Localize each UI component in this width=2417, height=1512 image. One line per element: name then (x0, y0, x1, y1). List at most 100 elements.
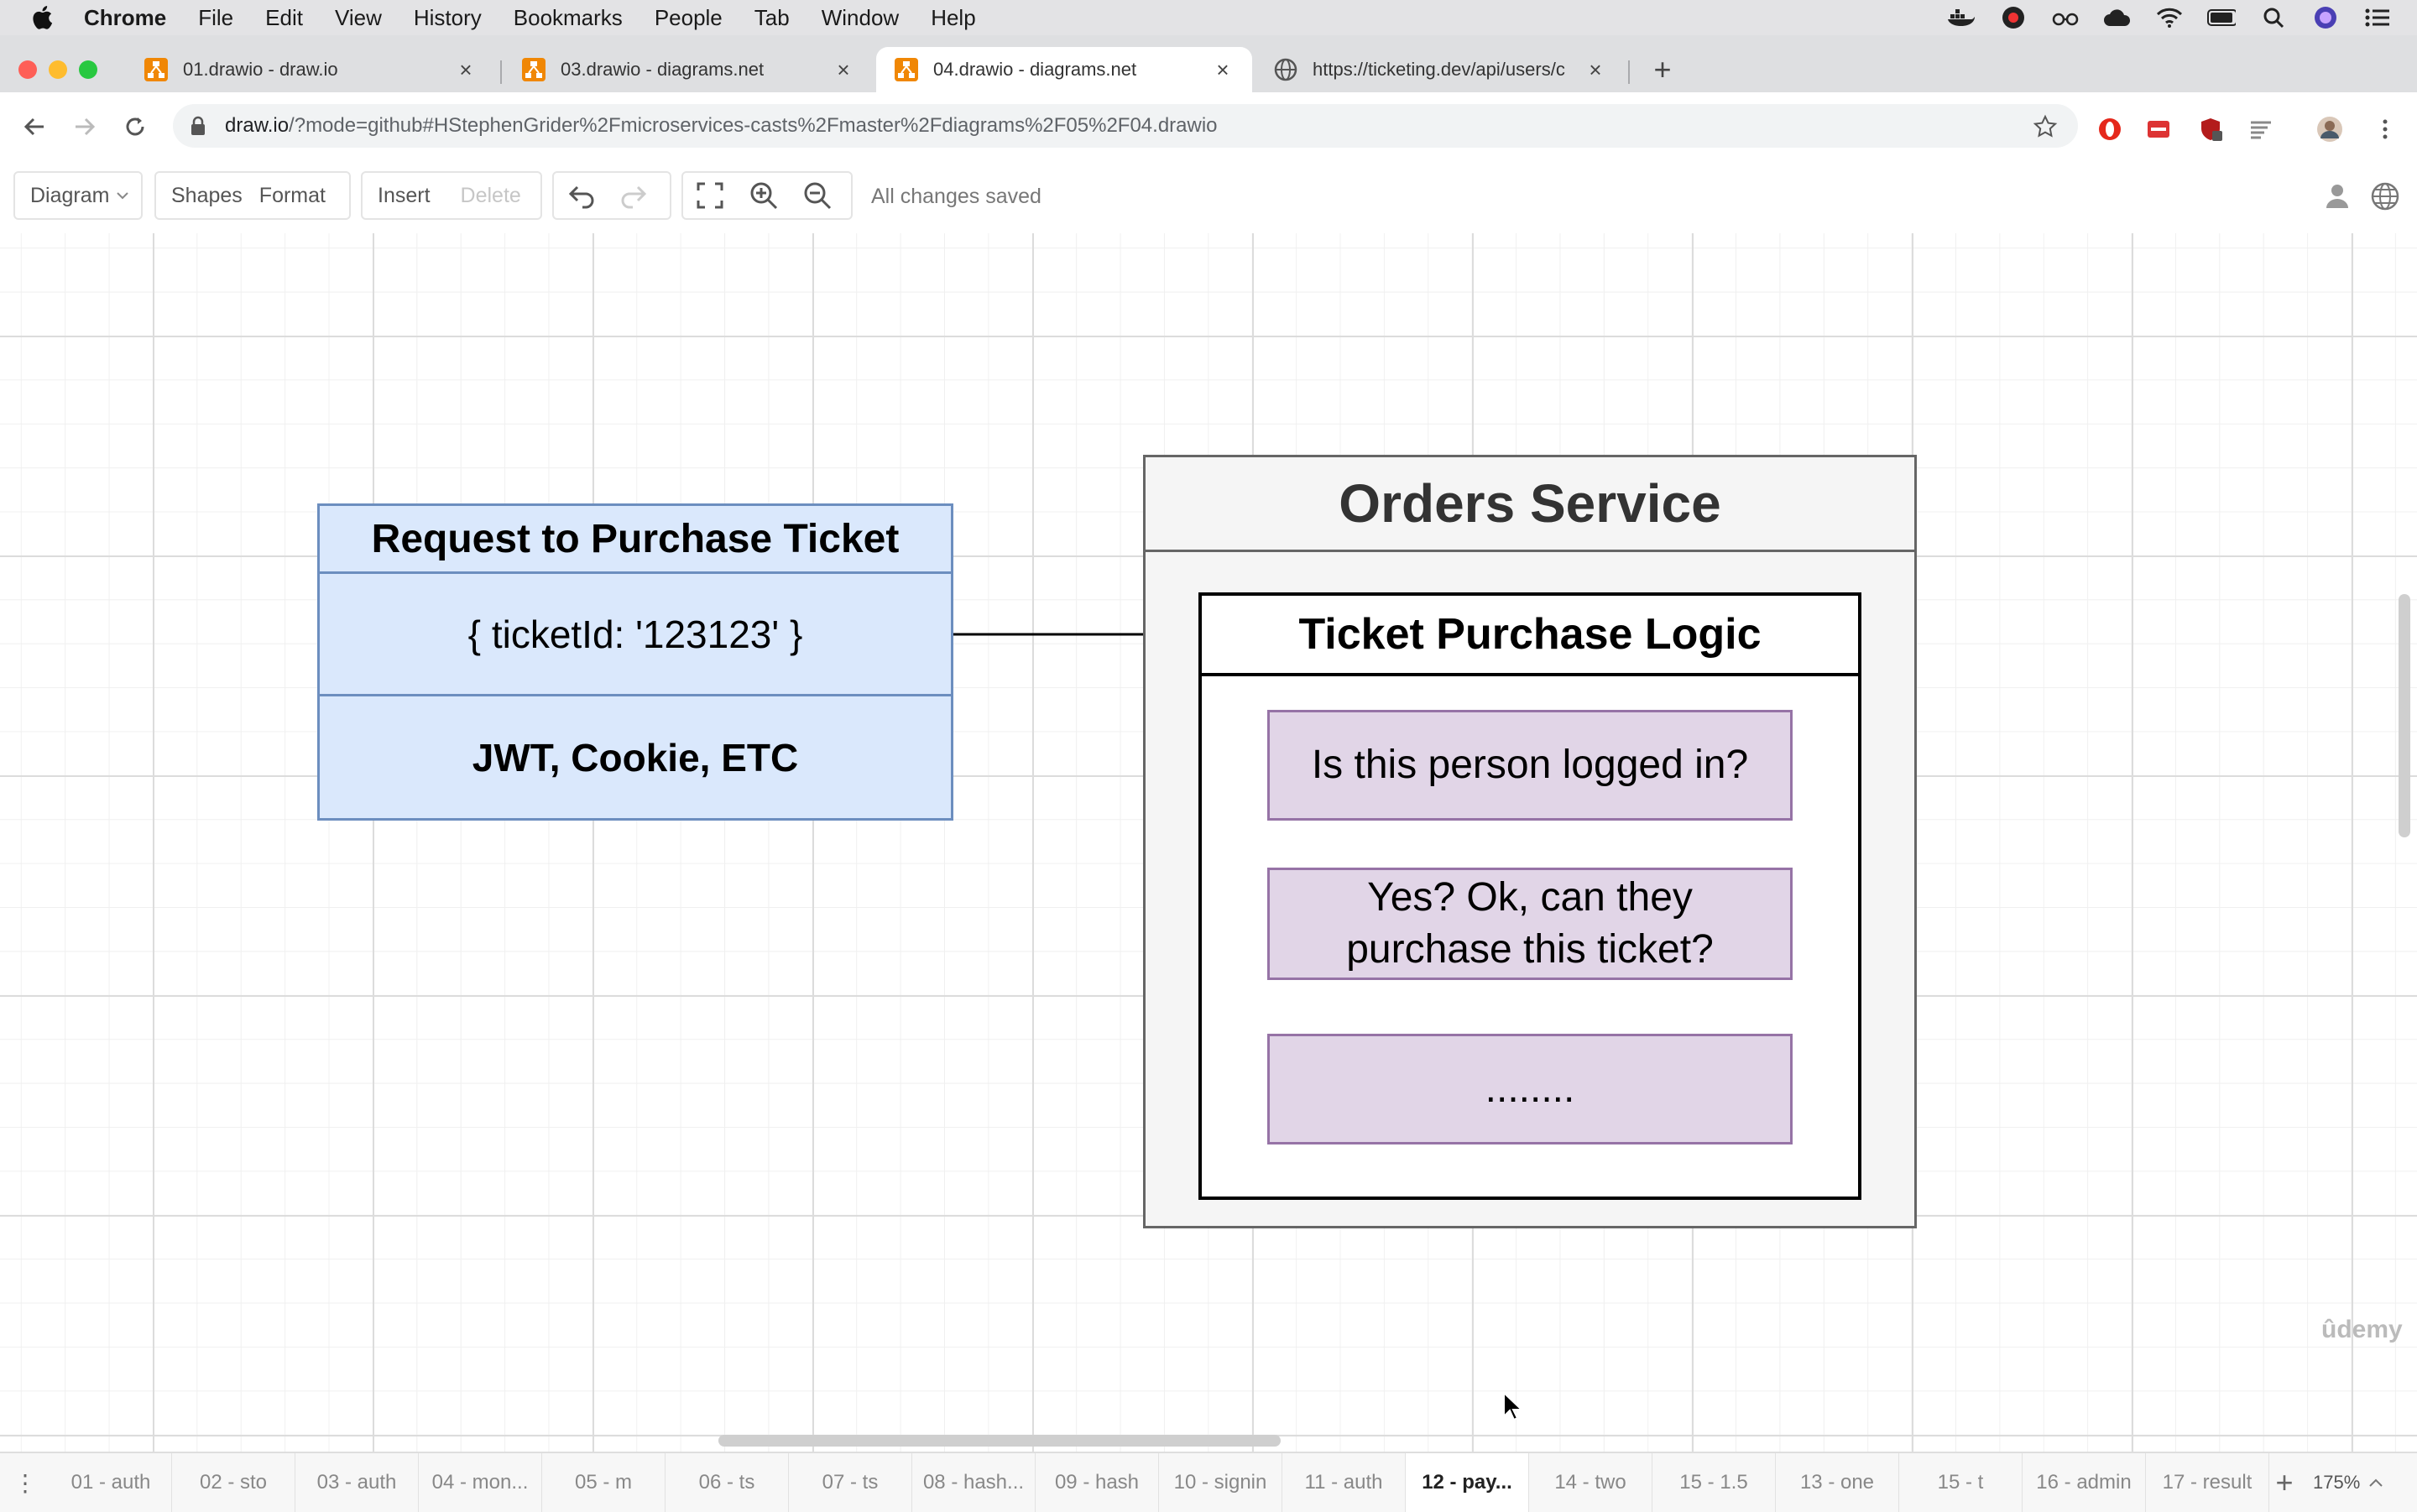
step-can-purchase-box[interactable]: Yes? Ok, can they purchase this ticket? (1267, 868, 1793, 980)
page-tab[interactable]: 03 - auth (295, 1453, 419, 1512)
page-tab[interactable]: 15 - t (1899, 1453, 2023, 1512)
forward-arrow-icon[interactable] (70, 112, 99, 141)
menu-people[interactable]: People (654, 4, 723, 30)
page-tab[interactable]: 11 - auth (1282, 1453, 1406, 1512)
zoom-level[interactable]: 175% (2313, 1453, 2383, 1512)
close-tab-icon[interactable]: × (459, 56, 472, 82)
step-logged-in-text: Is this person logged in? (1311, 743, 1749, 787)
close-tab-icon[interactable]: × (1216, 56, 1229, 82)
request-body-box[interactable]: { ticketId: '123123' } (317, 571, 953, 696)
mouse-cursor-icon (1503, 1391, 1522, 1421)
minimize-window-button[interactable] (49, 60, 67, 79)
pages-menu-icon[interactable]: ⋮ (13, 1469, 37, 1496)
user-icon[interactable] (2323, 181, 2352, 210)
page-tab[interactable]: 14 - two (1529, 1453, 1652, 1512)
request-title-box[interactable]: Request to Purchase Ticket (317, 503, 953, 574)
shapes-button[interactable]: Shapes (171, 183, 243, 207)
close-tab-icon[interactable]: × (1589, 56, 1602, 82)
opera-extension-icon[interactable] (2096, 116, 2123, 143)
menu-view[interactable]: View (334, 4, 382, 30)
chevron-up-icon (2369, 1478, 2383, 1487)
page-tab[interactable]: 09 - hash (1036, 1453, 1159, 1512)
zoom-in-icon[interactable] (747, 179, 780, 212)
url-path: /?mode=github#HStephenGrider%2Fmicroserv… (289, 114, 1218, 137)
lock-icon[interactable] (190, 116, 206, 136)
tab-separator (500, 60, 502, 84)
format-button[interactable]: Format (258, 183, 326, 207)
page-tab[interactable]: 07 - ts (789, 1453, 912, 1512)
zoom-out-icon[interactable] (801, 179, 834, 212)
siri-icon[interactable] (2311, 6, 2340, 29)
page-tab[interactable]: 13 - one (1776, 1453, 1899, 1512)
page-tab[interactable]: 01 - auth (50, 1453, 172, 1512)
horizontal-scrollbar[interactable] (718, 1435, 1281, 1447)
ticket-purchase-logic-title-box[interactable]: Ticket Purchase Logic (1198, 592, 1861, 676)
notification-center-icon[interactable] (2363, 6, 2392, 29)
request-auth-box[interactable]: JWT, Cookie, ETC (317, 694, 953, 821)
delete-button[interactable]: Delete (460, 183, 521, 207)
menu-help[interactable]: Help (931, 4, 976, 30)
page-tab[interactable]: 17 - result (2146, 1453, 2269, 1512)
page-tab[interactable]: 02 - sto (172, 1453, 295, 1512)
page-tabs-bar: ⋮ 01 - auth 02 - sto 03 - auth 04 - mon.… (0, 1452, 2417, 1512)
ticket-purchase-logic-title: Ticket Purchase Logic (1298, 610, 1762, 659)
page-tab-active[interactable]: 12 - pay... (1406, 1453, 1529, 1512)
menu-edit[interactable]: Edit (265, 4, 303, 30)
request-body-text: { ticketId: '123123' } (467, 612, 803, 656)
browser-tab-04-active[interactable]: 04.drawio - diagrams.net × (876, 47, 1252, 92)
diagram-canvas[interactable]: Request to Purchase Ticket { ticketId: '… (0, 233, 2417, 1452)
menu-file[interactable]: File (198, 4, 234, 30)
language-globe-icon[interactable] (2370, 181, 2400, 211)
shield-extension-icon[interactable] (2197, 116, 2224, 143)
reading-list-icon[interactable] (2247, 116, 2274, 143)
menu-app-chrome[interactable]: Chrome (84, 4, 167, 30)
page-tab[interactable]: 10 - signin (1159, 1453, 1282, 1512)
menu-history[interactable]: History (413, 4, 482, 30)
address-bar[interactable]: draw.io/?mode=github#HStephenGrider%2Fmi… (173, 104, 2078, 148)
redo-icon[interactable] (618, 179, 651, 212)
browser-tab-03[interactable]: 03.drawio - diagrams.net × (504, 47, 873, 92)
page-tab[interactable]: 15 - 1.5 (1652, 1453, 1776, 1512)
insert-button[interactable]: Insert (378, 183, 431, 207)
bookmark-star-icon[interactable] (2033, 114, 2058, 139)
page-tab[interactable]: 16 - admin (2023, 1453, 2146, 1512)
vertical-scrollbar[interactable] (2399, 594, 2410, 837)
browser-tab-ticketing[interactable]: https://ticketing.dev/api/users/c × (1255, 47, 1625, 92)
extension-icon[interactable] (2145, 116, 2172, 143)
cloud-icon[interactable] (2103, 6, 2132, 29)
new-tab-button[interactable]: + (1653, 52, 1672, 86)
page-tab[interactable]: 08 - hash... (912, 1453, 1036, 1512)
zoom-window-button[interactable] (79, 60, 97, 79)
orders-service-title-box[interactable]: Orders Service (1143, 455, 1917, 552)
docker-icon[interactable] (1947, 6, 1976, 29)
menu-tab[interactable]: Tab (754, 4, 790, 30)
profile-avatar[interactable] (2316, 116, 2343, 143)
browser-tab-01[interactable]: 01.drawio - draw.io × (126, 47, 495, 92)
menu-bookmarks[interactable]: Bookmarks (513, 4, 623, 30)
macos-menu-bar: Chrome File Edit View History Bookmarks … (0, 0, 2417, 35)
battery-icon[interactable] (2207, 6, 2236, 29)
page-tab[interactable]: 04 - mon... (419, 1453, 542, 1512)
extension-status-icon[interactable] (1999, 6, 2028, 29)
glasses-icon[interactable] (2051, 6, 2080, 29)
diagram-menu[interactable]: Diagram (13, 171, 143, 220)
close-window-button[interactable] (18, 60, 37, 79)
diagram-menu-label: Diagram (30, 183, 110, 207)
add-page-button[interactable]: + (2275, 1465, 2294, 1499)
step-logged-in-box[interactable]: Is this person logged in? (1267, 710, 1793, 821)
apple-logo-icon[interactable] (30, 5, 54, 30)
drawio-icon (522, 58, 546, 81)
undo-icon[interactable] (564, 179, 598, 212)
chrome-menu-icon[interactable] (2372, 116, 2399, 143)
spotlight-search-icon[interactable] (2259, 6, 2288, 29)
close-tab-icon[interactable]: × (837, 56, 850, 82)
reload-icon[interactable] (121, 112, 149, 141)
page-tab[interactable]: 06 - ts (666, 1453, 789, 1512)
tab-title: 03.drawio - diagrams.net (561, 59, 765, 80)
step-ellipsis-box[interactable]: ........ (1267, 1034, 1793, 1144)
wifi-icon[interactable] (2155, 6, 2184, 29)
back-arrow-icon[interactable] (20, 112, 49, 141)
menu-window[interactable]: Window (821, 4, 900, 30)
page-tab[interactable]: 05 - m (542, 1453, 666, 1512)
fit-page-icon[interactable] (693, 179, 727, 212)
